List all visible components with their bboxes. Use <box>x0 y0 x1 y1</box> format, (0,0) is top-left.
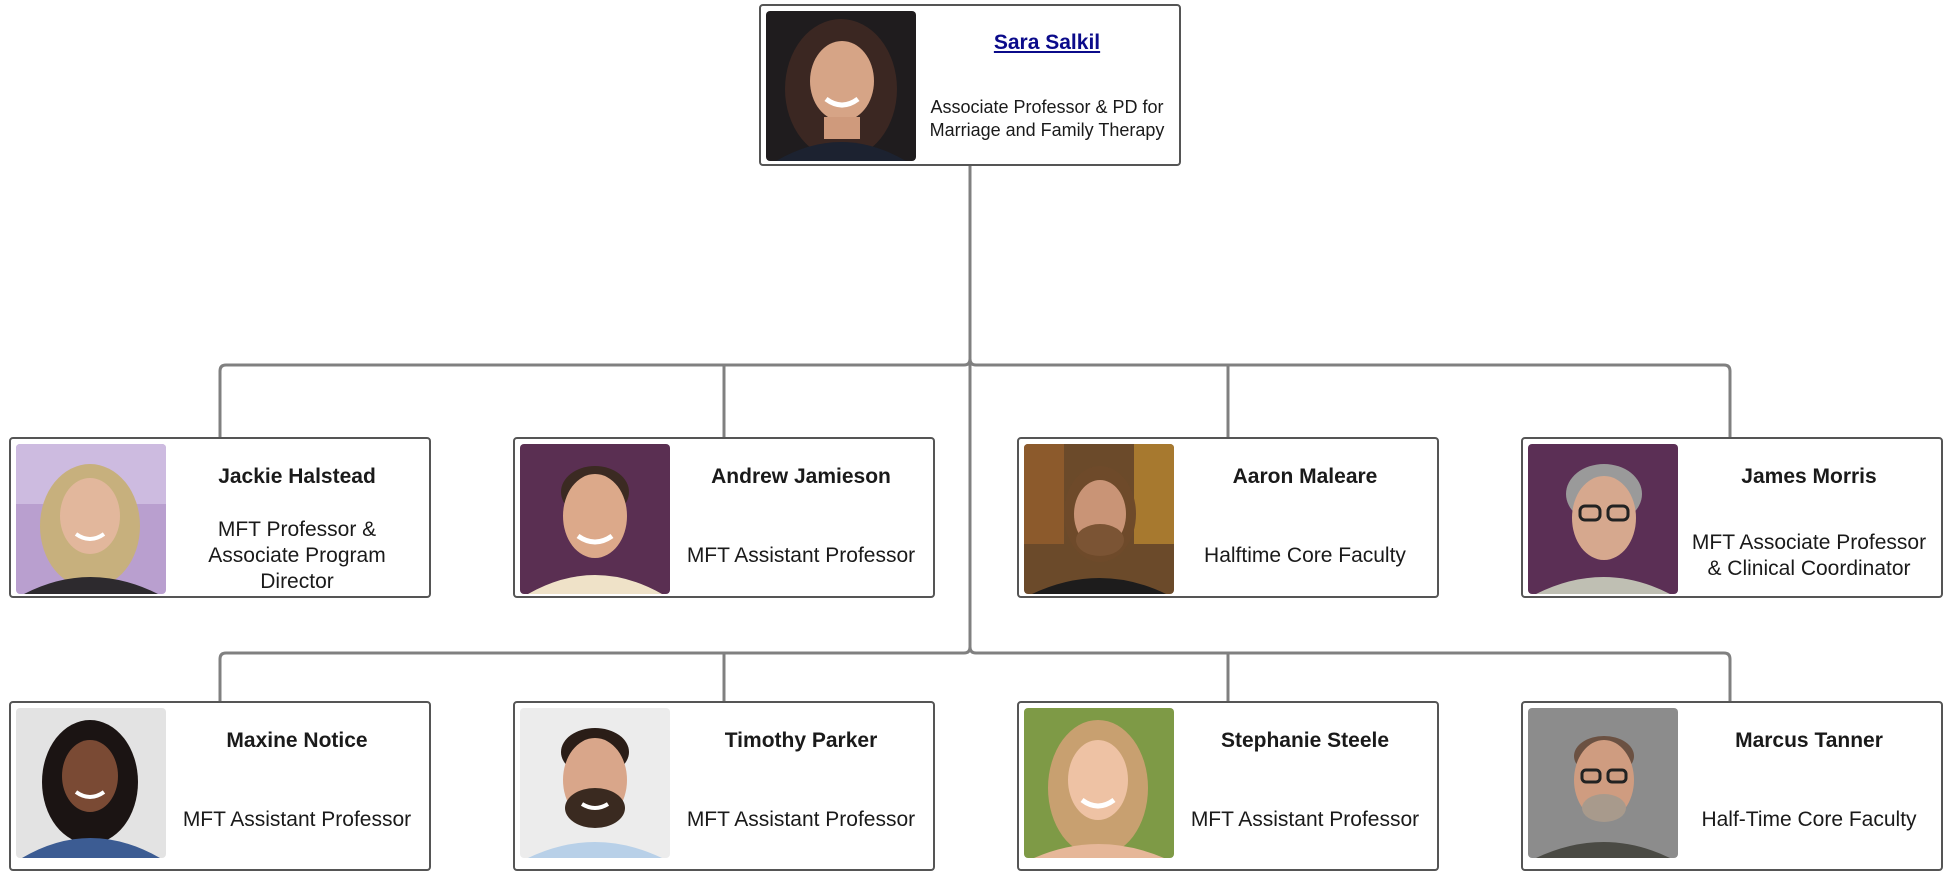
org-card-stephanie-steele: Stephanie Steele MFT Assistant Professor <box>1017 701 1439 871</box>
person-title: Halftime Core Faculty <box>1204 544 1406 567</box>
card-info: Jackie Halstead MFT Professor & Associat… <box>171 439 423 596</box>
org-card-root: Sara Salkil Associate Professor & PD for… <box>759 4 1181 166</box>
person-photo <box>520 444 670 594</box>
row1-bus-right <box>968 358 1732 437</box>
person-title: Associate Professor & PD for Marriage an… <box>929 97 1165 140</box>
person-photo <box>16 708 166 858</box>
person-photo <box>766 11 916 161</box>
card-info: Aaron Maleare Halftime Core Faculty <box>1179 439 1431 596</box>
person-photo <box>520 708 670 858</box>
person-title: Half-Time Core Faculty <box>1701 808 1917 831</box>
person-photo <box>1024 708 1174 858</box>
person-name: Aaron Maleare <box>1232 465 1378 488</box>
person-photo <box>16 444 166 594</box>
row2-bus-right <box>968 646 1732 701</box>
person-name: Stephanie Steele <box>1220 729 1390 752</box>
person-name-link[interactable]: Sara Salkil <box>993 31 1101 54</box>
row1-bus-left <box>218 358 972 437</box>
card-info: Marcus Tanner Half-Time Core Faculty <box>1683 703 1935 869</box>
row2-bus-left <box>218 646 972 701</box>
card-info: Stephanie Steele MFT Assistant Professor <box>1179 703 1431 869</box>
person-name: James Morris <box>1741 465 1877 488</box>
card-info: Timothy Parker MFT Assistant Professor <box>675 703 927 869</box>
person-title: MFT Associate Professor & Clinical Coord… <box>1691 531 1927 580</box>
person-name: Andrew Jamieson <box>711 465 891 488</box>
org-card-aaron-maleare: Aaron Maleare Halftime Core Faculty <box>1017 437 1439 598</box>
org-card-james-morris: James Morris MFT Associate Professor & C… <box>1521 437 1943 598</box>
person-name: Maxine Notice <box>226 729 368 752</box>
org-card-maxine-notice: Maxine Notice MFT Assistant Professor <box>9 701 431 871</box>
card-info: James Morris MFT Associate Professor & C… <box>1683 439 1935 596</box>
person-photo <box>1528 708 1678 858</box>
person-title: MFT Assistant Professor <box>686 544 916 567</box>
person-title: MFT Assistant Professor <box>686 808 916 831</box>
person-title: MFT Professor & Associate Program Direct… <box>208 518 386 593</box>
org-card-timothy-parker: Timothy Parker MFT Assistant Professor <box>513 701 935 871</box>
person-name: Jackie Halstead <box>218 465 376 488</box>
person-photo <box>1024 444 1174 594</box>
org-card-andrew-jamieson: Andrew Jamieson MFT Assistant Professor <box>513 437 935 598</box>
person-title: MFT Assistant Professor <box>182 808 412 831</box>
person-name: Timothy Parker <box>724 729 878 752</box>
card-info: Maxine Notice MFT Assistant Professor <box>171 703 423 869</box>
person-photo <box>1528 444 1678 594</box>
card-info: Sara Salkil Associate Professor & PD for… <box>921 6 1173 164</box>
org-card-marcus-tanner: Marcus Tanner Half-Time Core Faculty <box>1521 701 1943 871</box>
person-name: Marcus Tanner <box>1735 729 1883 752</box>
org-card-jackie-halstead: Jackie Halstead MFT Professor & Associat… <box>9 437 431 598</box>
person-title: MFT Assistant Professor <box>1190 808 1420 831</box>
card-info: Andrew Jamieson MFT Assistant Professor <box>675 439 927 596</box>
